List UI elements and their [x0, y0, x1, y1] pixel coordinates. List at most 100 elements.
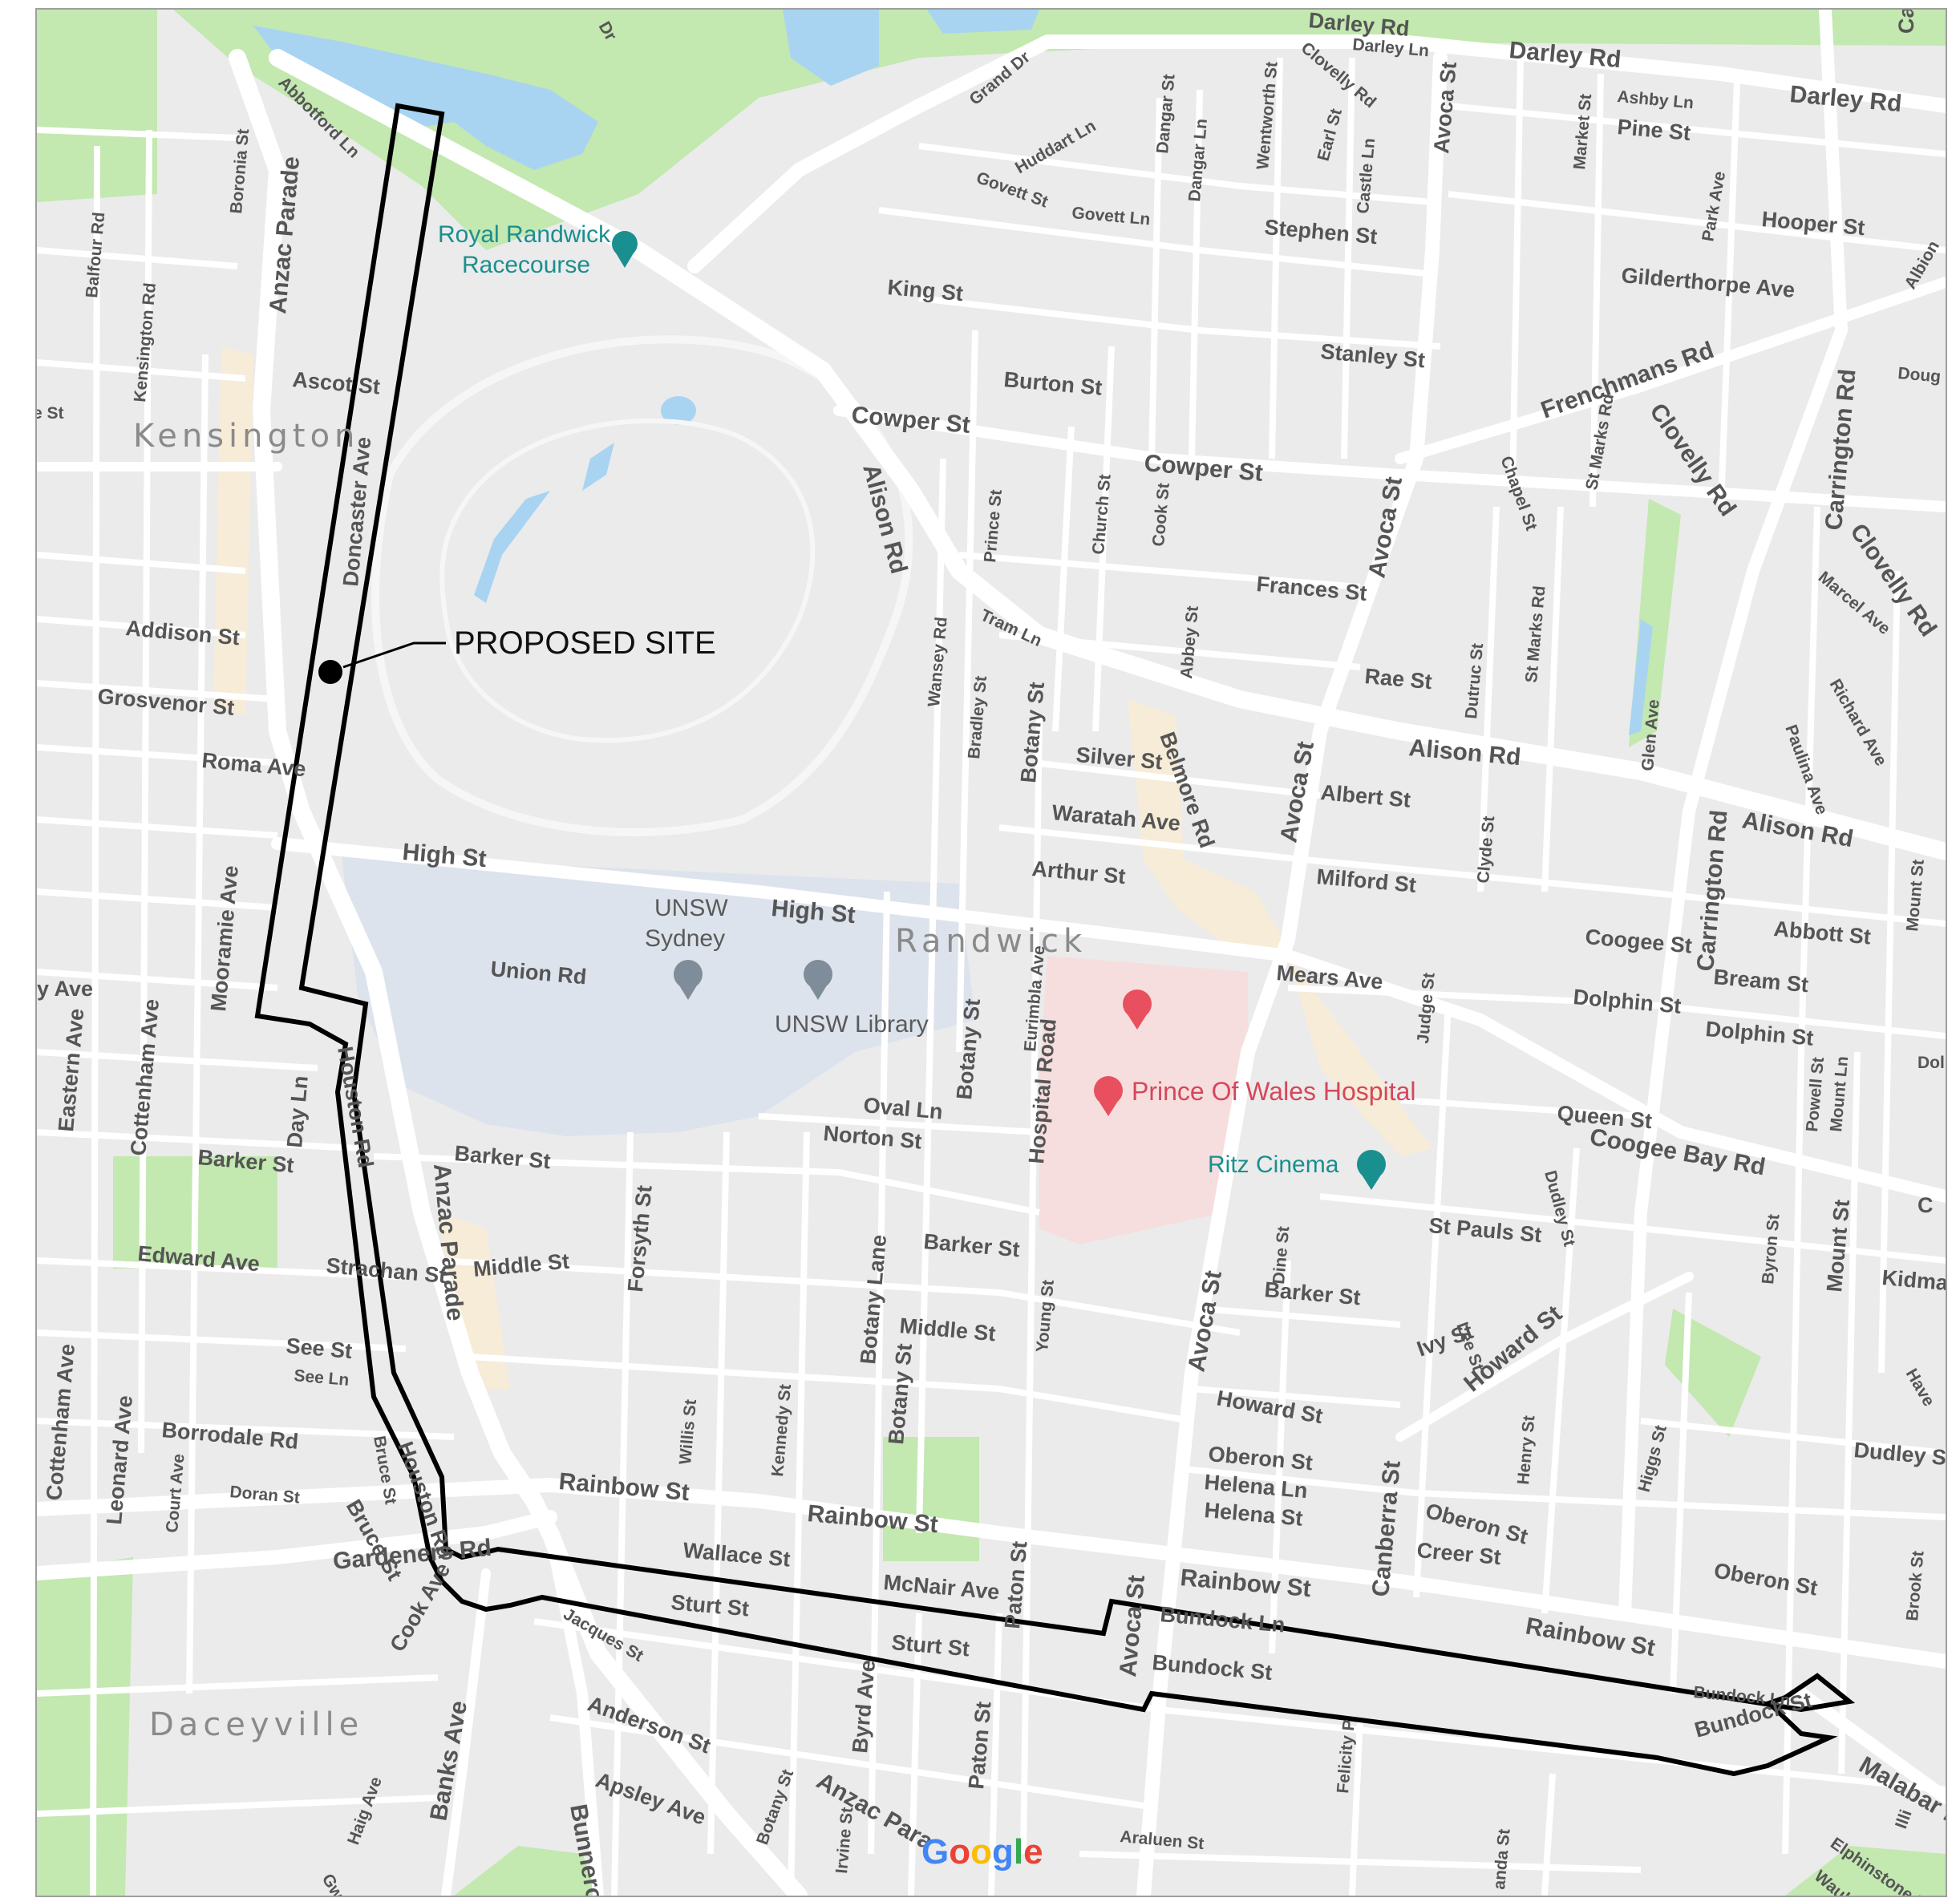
- racecourse-pond-2: [582, 443, 614, 491]
- road-cowper-st: [833, 405, 1946, 512]
- road-banks-ave: [441, 1568, 491, 1896]
- street-label-bream-st: Bream St: [1712, 965, 1809, 997]
- street-label-albert-st: Albert St: [1319, 780, 1411, 812]
- logo-letter-o1: o: [949, 1832, 970, 1872]
- racecourse-marker[interactable]: Royal Randwick Racecourse: [438, 221, 638, 278]
- street-h-25: [958, 552, 1361, 590]
- street-label-eastern-ave: Eastern Ave: [54, 1007, 88, 1132]
- commercial-belmore: [1128, 699, 1288, 956]
- street-label-botany-lane: Botany Lane: [856, 1233, 891, 1365]
- cinema-label: Ritz Cinema: [1208, 1151, 1339, 1178]
- unsw-marker[interactable]: UNSW Sydney: [645, 895, 728, 1000]
- street-label-e-st: e St: [37, 404, 64, 423]
- road-avoca-st: [1136, 51, 1448, 1896]
- poi-markers: Royal Randwick Racecourse UNSW Sydney UN…: [438, 221, 1415, 1190]
- street-h-5: [37, 616, 246, 638]
- street-h-3: [37, 359, 246, 382]
- street-v-19: [1718, 81, 1740, 508]
- street-label-stephen-st: Stephen St: [1263, 215, 1378, 249]
- street-h-1: [37, 127, 238, 141]
- map-svg: PROPOSED SITE Kensington Randwick Daceyv…: [37, 10, 1946, 1896]
- street-label-wallace-st: Wallace St: [682, 1538, 791, 1572]
- street-label-haig-ave: Haig Ave: [344, 1775, 386, 1847]
- street-label-gwea-a: Gwea A: [318, 1871, 365, 1896]
- commercial-kensington: [213, 346, 253, 715]
- street-label-middle-st: Middle St: [898, 1313, 996, 1346]
- street-label-doug: Doug: [1897, 364, 1942, 386]
- street-label-byron-st: Byron St: [1759, 1213, 1784, 1285]
- water-bodies: [253, 10, 1653, 735]
- street-label-dudley-st: Dudley St: [1853, 1438, 1946, 1471]
- commercial-coogee: [1288, 956, 1432, 1156]
- street-v-10: [1020, 714, 1043, 1855]
- street-label-hooper-st: Hooper St: [1760, 207, 1865, 240]
- street-label-young-st: Young St: [1033, 1279, 1058, 1353]
- street-label-cook-st: Cook St: [1149, 482, 1173, 547]
- street-v-3: [186, 354, 209, 1694]
- library-marker[interactable]: UNSW Library: [775, 960, 929, 1038]
- suburb-daceyville: Daceyville: [149, 1706, 363, 1743]
- street-label-richard-ave: Richard Ave: [1826, 676, 1890, 769]
- street-h-22: [918, 143, 1433, 205]
- street-h-19: [758, 1113, 1040, 1135]
- street-v-33: [1541, 1773, 1556, 1896]
- logo-letter-g: G: [921, 1832, 949, 1872]
- park-left-top: [37, 10, 157, 202]
- street-label-govett-ln: Govett Ln: [1071, 204, 1152, 229]
- road-carrington-rd: [1618, 10, 1848, 1620]
- street-v-25: [1413, 1003, 1452, 1598]
- pond-clovelly: [1629, 619, 1653, 735]
- street-v-4: [611, 1131, 634, 1896]
- hospital-marker-1[interactable]: [1123, 989, 1152, 1030]
- centennial-park: [173, 10, 1946, 250]
- street-v-24: [1269, 1260, 1291, 1654]
- road-alison-rd: [269, 49, 1946, 860]
- racecourse-inner-ring: [439, 418, 816, 743]
- street-h-28: [998, 824, 1305, 863]
- street-h-4: [37, 552, 246, 574]
- road-malabar-rd: [1795, 1687, 1946, 1804]
- hospital-icon: [1094, 1076, 1123, 1105]
- map-canvas[interactable]: PROPOSED SITE Kensington Randwick Daceyv…: [35, 8, 1947, 1897]
- street-v-6: [788, 1131, 810, 1896]
- street-label-king-st: King St: [886, 275, 964, 306]
- landuse-areas: [213, 346, 1432, 1389]
- street-v-26: [1541, 1147, 1580, 1614]
- road-frenchmans-rd: [1395, 277, 1946, 464]
- street-h-7: [37, 744, 286, 767]
- street-label-oberon-st: Oberon St: [1712, 1558, 1820, 1600]
- street-h-21: [878, 207, 1433, 277]
- street-label-ascot-st: Ascot St: [291, 367, 381, 399]
- street-label-henry-st: Henry St: [1514, 1414, 1538, 1485]
- street-label-bundock-st: Bundock St: [1151, 1650, 1273, 1685]
- street-v-8: [916, 458, 946, 1534]
- street-label-carrington-rd: Carrington Rd: [1692, 809, 1732, 973]
- street-label-borrodale-rd: Borrodale Rd: [160, 1418, 299, 1454]
- street-v-13: [1148, 97, 1163, 459]
- suburb-labels: Kensington Randwick Daceyville: [133, 418, 1082, 1743]
- street-h-15: [37, 1418, 455, 1440]
- pond-top: [783, 10, 879, 86]
- street-label-arthur-st: Arthur St: [1031, 856, 1126, 888]
- site-annotation: PROPOSED SITE: [318, 625, 716, 684]
- cinema-marker[interactable]: Ritz Cinema: [1208, 1150, 1386, 1190]
- street-v-30: [908, 1613, 922, 1896]
- university-icon-pin: [677, 981, 699, 1000]
- major-roads: [37, 10, 1946, 1896]
- street-v-2: [138, 129, 152, 1454]
- hospital-grounds: [1039, 956, 1248, 1244]
- racecourse-pond-1: [661, 396, 696, 425]
- street-label-clyde-st: Clyde St: [1474, 815, 1498, 884]
- street-label-kidman: Kidman: [1881, 1265, 1946, 1297]
- road-darley-rd: [687, 34, 1946, 273]
- street-label-brook-st: Brook St: [1903, 1550, 1928, 1621]
- street-label-boronia-st: Boronia St: [227, 128, 253, 215]
- street-label-bundock-ln: Bundock Ln: [1159, 1602, 1286, 1637]
- street-v-31: [988, 1613, 1002, 1896]
- hospital-marker-2[interactable]: Prince Of Wales Hospital: [1094, 1076, 1415, 1116]
- street-h-24: [1448, 191, 1946, 253]
- street-label-helena-st: Helena St: [1203, 1498, 1303, 1531]
- street-v-27: [1670, 1292, 1692, 1694]
- street-label-kennedy-st: Kennedy St: [768, 1383, 795, 1477]
- pond-top-right: [927, 10, 1039, 34]
